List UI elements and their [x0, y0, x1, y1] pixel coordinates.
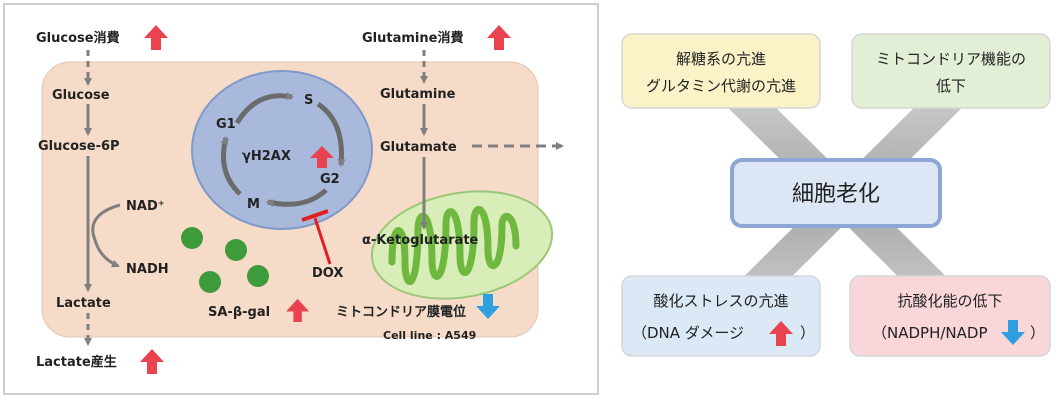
box-glycolysis	[621, 33, 821, 109]
glutamine-label: Glutamine	[380, 87, 456, 102]
dox-label: DOX	[312, 266, 343, 281]
glucose-label: Glucose	[52, 88, 110, 103]
box-oxidative-stress-line2: （DNA ダメージ	[632, 324, 744, 342]
glutamine-consumption-label: Glutamine消費	[362, 30, 463, 46]
lactate-production-label: Lactate産生	[36, 354, 117, 370]
box-oxidative-stress-line1: 酸化ストレスの亢進	[653, 292, 788, 310]
box-cellular-senescence-label: 細胞老化	[792, 182, 880, 207]
alpha-ketoglutarate-label: α-Ketoglutarate	[362, 233, 479, 248]
arrow-nad-to-nadh	[91, 203, 121, 268]
glucose-consumption-up-arrow-icon	[143, 25, 169, 50]
phase-s: S	[304, 93, 313, 108]
sa-beta-gal-label: SA-β-gal	[208, 305, 270, 320]
lactate-label: Lactate	[56, 296, 111, 311]
gamma-h2ax-label: γH2AX	[242, 149, 291, 164]
box-antioxidant-close: ）	[1030, 324, 1045, 342]
box-antioxidant-line2: （NADPH/NADP	[872, 324, 988, 342]
mito-potential-down-arrow-icon	[475, 294, 501, 319]
glutamate-label: Glutamate	[380, 140, 457, 155]
box-glycolysis-line1: 解糖系の亢進	[676, 50, 766, 68]
phase-g2: G2	[320, 172, 340, 187]
box-glycolysis-line2: グルタミン代謝の亢進	[646, 77, 796, 95]
nadh-label: NADH	[126, 262, 169, 277]
cell-cycle-arrows	[220, 91, 346, 208]
lactate-production-up-arrow-icon	[139, 349, 165, 374]
box-antioxidant-line1: 抗酸化能の低下	[897, 292, 1002, 310]
summary-panel: 解糖系の亢進 グルタミン代謝の亢進 ミトコンドリア機能の 低下 細胞老化 酸化ス…	[621, 33, 1051, 357]
box-cellular-senescence	[730, 158, 942, 228]
box-mitochondria-line2: 低下	[936, 77, 966, 95]
nadph-down-arrow-icon	[1000, 320, 1026, 345]
box-oxidative-stress-close: ）	[800, 324, 815, 342]
cell-line-label: Cell line : A549	[383, 329, 476, 342]
sa-beta-gal-up-arrow-icon	[285, 298, 311, 322]
nad-plus-label: NAD⁺	[126, 199, 165, 214]
mitochondrial-cristae	[388, 205, 520, 285]
glutamine-consumption-up-arrow-icon	[486, 25, 512, 50]
dox-inhibit-bar	[301, 209, 329, 222]
glucose-consumption-label: Glucose消費	[36, 30, 120, 46]
box-oxidative-stress	[621, 275, 821, 357]
dox-inhibit-line	[313, 217, 332, 265]
sa-beta-gal-granules	[181, 227, 269, 293]
box-mitochondria-line1: ミトコンドリア機能の	[876, 50, 1026, 68]
dna-damage-up-arrow-icon	[768, 321, 794, 346]
metabolism-panel: S G1 G2 M γH2AX DOX SA-β-gal Glucose消費 G…	[3, 3, 599, 395]
mito-potential-label: ミトコンドリア膜電位	[336, 304, 466, 320]
glucose-6p-label: Glucose-6P	[38, 139, 120, 154]
phase-m: M	[247, 197, 260, 212]
box-antioxidant	[849, 275, 1051, 357]
gamma-h2ax-up-arrow-icon	[307, 146, 334, 168]
box-mitochondria	[851, 33, 1051, 109]
phase-g1: G1	[216, 117, 236, 132]
